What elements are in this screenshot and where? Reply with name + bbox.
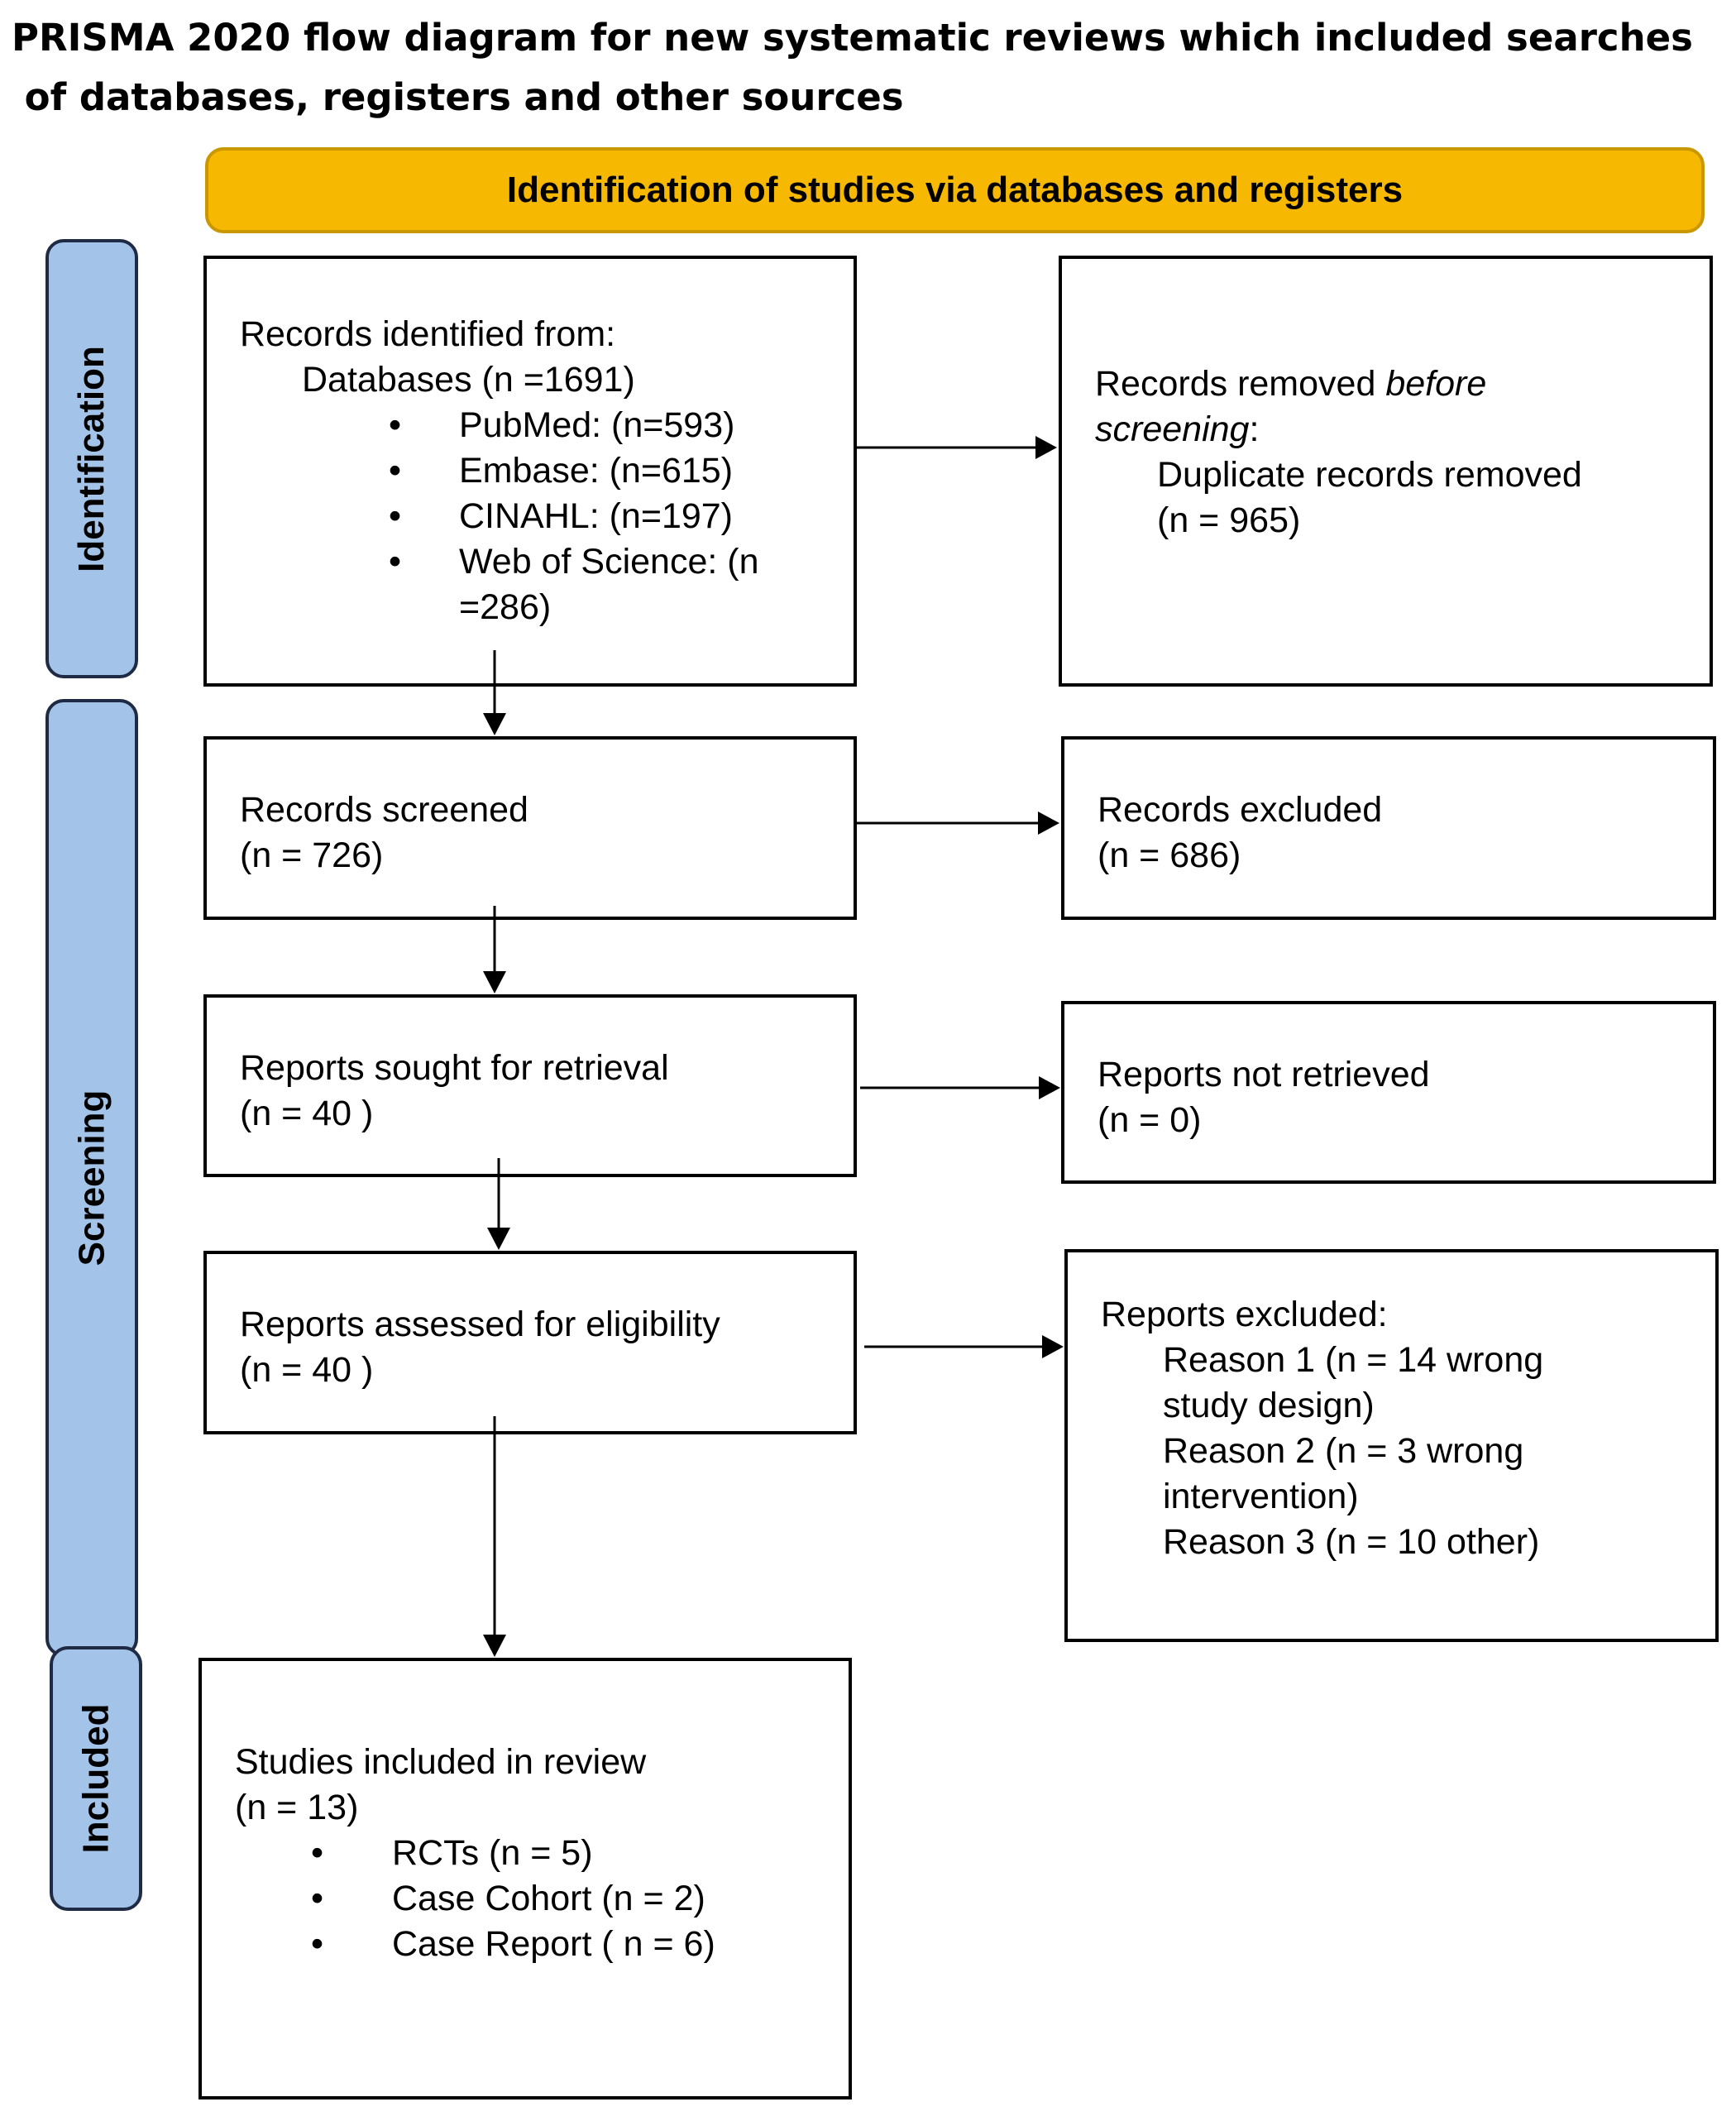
- reports-excluded-heading: Reports excluded:: [1101, 1295, 1388, 1334]
- reports-sought-count: (n = 40 ): [240, 1094, 374, 1133]
- studies-included-count: (n = 13): [235, 1788, 359, 1827]
- diagram-title: PRISMA 2020 flow diagram for new systema…: [12, 16, 1693, 119]
- records-removed-heading: Records removed before: [1095, 364, 1487, 404]
- bullet-icon: •: [311, 1879, 324, 1918]
- arrowhead: [483, 713, 506, 735]
- identification-banner: Identification of studies via databases …: [205, 147, 1705, 233]
- study-type-item: •Case Cohort (n = 2): [235, 1876, 715, 1922]
- duplicates-count: (n = 965): [1157, 500, 1301, 540]
- arrowhead: [1035, 436, 1057, 459]
- bullet-icon: •: [311, 1833, 324, 1873]
- reports-sought-label: Reports sought for retrieval: [240, 1048, 669, 1088]
- reports-sought-box: Reports sought for retrieval (n = 40 ): [203, 994, 857, 1177]
- records-excluded-label: Records excluded: [1098, 790, 1383, 830]
- records-screened-count: (n = 726): [240, 835, 384, 875]
- reports-assessed-box: Reports assessed for eligibility (n = 40…: [203, 1251, 857, 1434]
- study-type-item: •RCTs (n = 5): [235, 1831, 715, 1876]
- records-identified-heading: Records identified from:: [240, 314, 616, 354]
- bullet-icon: •: [311, 1924, 324, 1964]
- bullet-icon: •: [389, 405, 402, 445]
- records-excluded-box: Records excluded (n = 686): [1061, 736, 1716, 920]
- records-screened-label: Records screened: [240, 790, 528, 830]
- database-item: •Embase: (n=615): [240, 448, 759, 494]
- reports-not-retrieved-label: Reports not retrieved: [1098, 1055, 1430, 1094]
- databases-total: Databases (n =1691): [302, 360, 635, 400]
- reports-assessed-label: Reports assessed for eligibility: [240, 1305, 720, 1344]
- duplicates-label: Duplicate records removed: [1157, 455, 1582, 495]
- arrowhead: [483, 971, 506, 993]
- records-screened-box: Records screened (n = 726): [203, 736, 857, 920]
- exclusion-reason: Reason 1 (n = 14 wrong: [1163, 1340, 1544, 1380]
- arrowhead: [487, 1228, 510, 1250]
- phase-included: Included: [50, 1646, 142, 1911]
- records-identified-box: Records identified from: Databases (n =1…: [203, 256, 857, 687]
- database-item: •CINAHL: (n=197): [240, 494, 759, 539]
- bullet-icon: •: [389, 451, 402, 491]
- reports-excluded-box: Reports excluded: Reason 1 (n = 14 wrong…: [1064, 1249, 1719, 1642]
- phase-screening: Screening: [45, 699, 138, 1657]
- studies-included-label: Studies included in review: [235, 1742, 647, 1782]
- reports-not-retrieved-box: Reports not retrieved (n = 0): [1061, 1001, 1716, 1184]
- reports-assessed-count: (n = 40 ): [240, 1350, 374, 1390]
- exclusion-reason-continued: intervention): [1163, 1477, 1359, 1516]
- records-removed-heading-2: screening:: [1095, 409, 1260, 449]
- arrowhead: [1042, 1335, 1064, 1358]
- database-item: •PubMed: (n=593): [240, 403, 759, 448]
- database-item: •Web of Science: (n: [240, 539, 759, 585]
- reports-not-retrieved-count: (n = 0): [1098, 1100, 1202, 1140]
- arrowhead: [483, 1635, 506, 1657]
- database-item-continued: =286): [459, 587, 552, 627]
- records-excluded-count: (n = 686): [1098, 835, 1241, 875]
- bullet-icon: •: [389, 496, 402, 536]
- exclusion-reason-continued: study design): [1163, 1386, 1375, 1425]
- phase-identification: Identification: [45, 239, 138, 678]
- bullet-icon: •: [389, 542, 402, 582]
- records-removed-box: Records removed before screening: Duplic…: [1059, 256, 1713, 687]
- exclusion-reason: Reason 3 (n = 10 other): [1163, 1522, 1540, 1562]
- banner-label: Identification of studies via databases …: [506, 170, 1404, 210]
- arrowhead: [1039, 1076, 1060, 1099]
- studies-included-box: Studies included in review (n = 13) •RCT…: [198, 1658, 852, 2099]
- arrowhead: [1038, 812, 1059, 835]
- study-type-item: •Case Report ( n = 6): [235, 1922, 715, 1967]
- exclusion-reason: Reason 2 (n = 3 wrong: [1163, 1431, 1524, 1471]
